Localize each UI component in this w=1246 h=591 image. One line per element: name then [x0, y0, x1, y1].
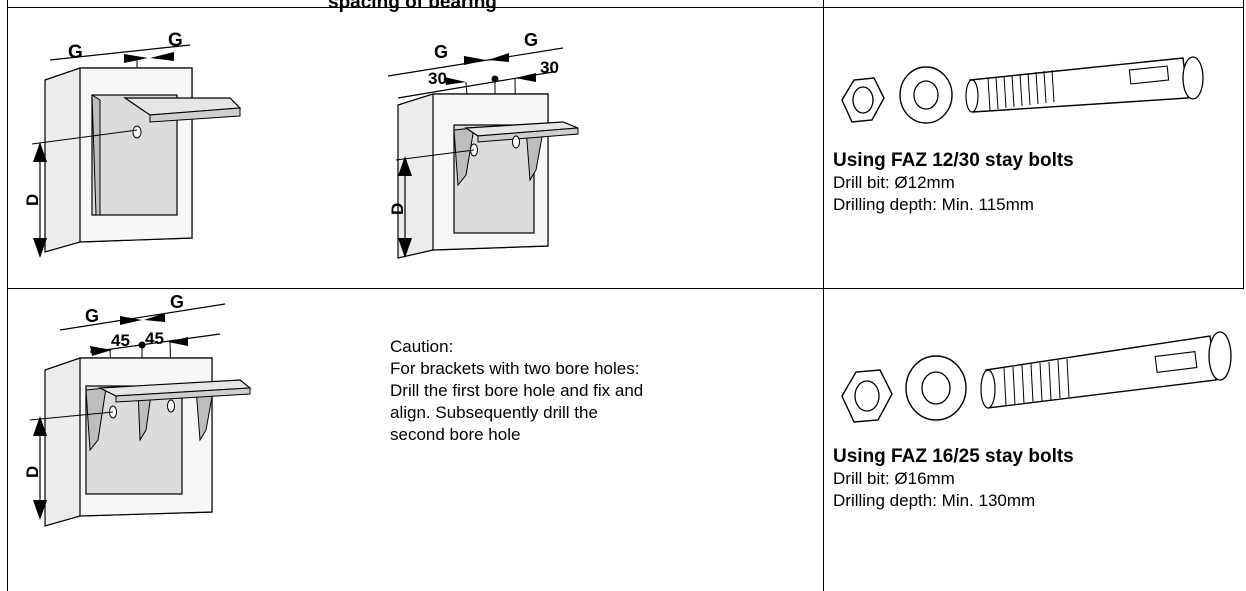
washer-icon [905, 355, 967, 421]
offset-right-label: 30 [540, 58, 559, 77]
offset-left-label: 30 [428, 69, 447, 88]
g-left-label: G [85, 306, 99, 326]
page-title: spacing of bearing [328, 0, 497, 13]
g-left-label: G [68, 42, 83, 63]
g-right-label: G [168, 30, 183, 51]
g-right-label: G [170, 292, 184, 312]
drilling-depth-text: Drilling depth: Min. 130mm [833, 491, 1036, 510]
bracket-single-hole-diagram: G G D [23, 30, 242, 258]
stay-bolt-16-illustration [841, 331, 1232, 423]
drill-bit-text: Drill bit: Ø16mm [833, 469, 955, 488]
bracket-double-hole-30-diagram: G G 30 30 D [387, 30, 579, 259]
d-label: D [23, 466, 42, 478]
stay-bolt-12-illustration [841, 56, 1204, 124]
caution-line-2: Drill the first bore hole and fix and [390, 381, 644, 400]
anchor-bolt-icon [965, 56, 1204, 113]
caution-line-4: second bore hole [390, 425, 521, 444]
caution-line-3: align. Subsequently drill the [390, 403, 598, 422]
table-left-border [7, 0, 8, 591]
offset-left-label: 45 [111, 331, 130, 350]
g-left-label: G [434, 42, 448, 62]
drill-bit-text: Drill bit: Ø12mm [833, 173, 955, 192]
bolt-info-title: Using FAZ 16/25 stay bolts [833, 446, 1074, 467]
g-right-label: G [524, 30, 538, 50]
washer-icon [899, 66, 953, 124]
table-row-divider [7, 288, 1244, 289]
table-top-border [7, 7, 1244, 8]
hex-nut-icon [841, 369, 893, 423]
caution-line-1: For brackets with two bore holes: [390, 359, 640, 378]
drilling-depth-text: Drilling depth: Min. 115mm [833, 195, 1034, 214]
offset-right-label: 45 [145, 329, 164, 348]
table-column-divider [823, 0, 824, 591]
d-label: D [23, 194, 42, 206]
caution-note: Caution: For brackets with two bore hole… [390, 336, 643, 446]
bolt-info-title: Using FAZ 12/30 stay bolts [833, 150, 1074, 171]
table-right-border [1243, 0, 1244, 289]
bolt-info-12: Using FAZ 12/30 stay bolts Drill bit: Ø1… [833, 150, 1074, 216]
caution-heading: Caution: [390, 337, 454, 356]
bolt-info-16: Using FAZ 16/25 stay bolts Drill bit: Ø1… [833, 446, 1074, 512]
bracket-double-hole-45-diagram: G G 45 45 D [23, 292, 252, 527]
d-label: D [388, 203, 407, 215]
hex-nut-icon [841, 77, 885, 123]
anchor-bolt-icon [980, 331, 1232, 409]
